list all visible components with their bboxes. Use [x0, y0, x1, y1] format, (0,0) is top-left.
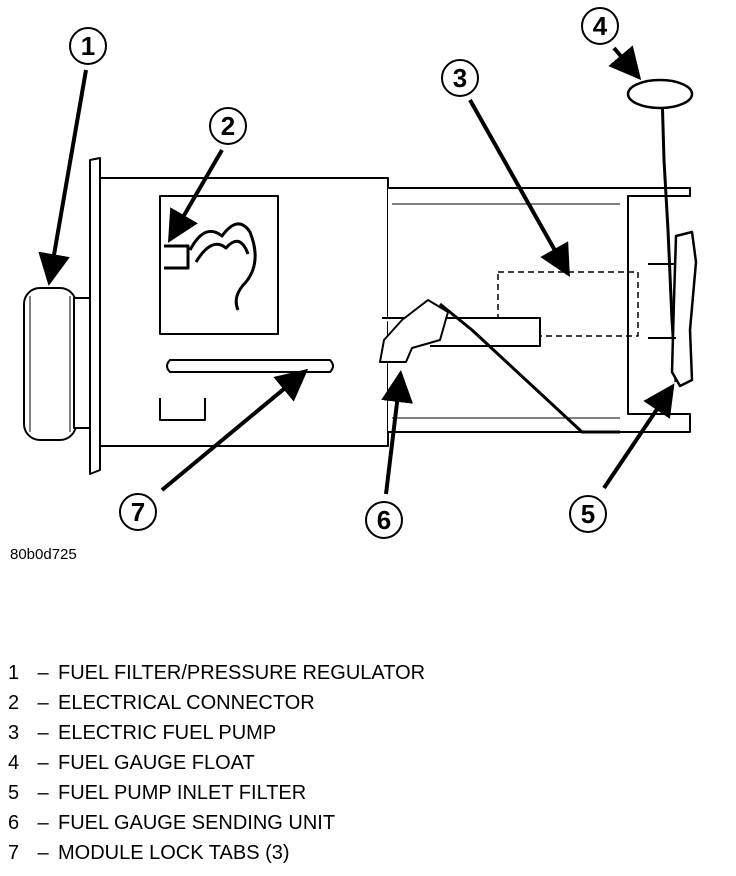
callout-circle-5 [569, 495, 607, 533]
lower-notch [159, 398, 206, 421]
module-flange [89, 157, 101, 475]
legend-label: ELECTRIC FUEL PUMP [58, 722, 277, 744]
callout-number-4: 4 [593, 11, 608, 41]
reservoir-tube [388, 187, 691, 433]
leader-arrow-7 [160, 368, 309, 492]
legend-separator: – [37, 722, 49, 744]
lock-tab-slot [166, 359, 334, 373]
legend-label: FUEL GAUGE SENDING UNIT [58, 812, 336, 834]
electrical-connector-wires [164, 222, 257, 311]
legend-number: 5 [8, 782, 20, 804]
callout-circle-2 [209, 107, 247, 145]
legend-item: 1–FUEL FILTER/PRESSURE REGULATOR [8, 658, 425, 688]
legend-separator: – [37, 782, 49, 804]
legend-separator: – [37, 662, 49, 684]
legend-label: FUEL FILTER/PRESSURE REGULATOR [58, 662, 426, 684]
legend-item: 6–FUEL GAUGE SENDING UNIT [8, 808, 425, 838]
legend-number: 2 [8, 692, 20, 714]
legend-separator: – [37, 692, 49, 714]
inlet-filter-drawing [670, 230, 698, 388]
legend-separator: – [37, 752, 49, 774]
legend-item: 3–ELECTRIC FUEL PUMP [8, 718, 425, 748]
callout-circle-3 [441, 59, 479, 97]
callout-number-2: 2 [221, 111, 235, 141]
callout-number-1: 1 [81, 31, 95, 61]
legend: 1–FUEL FILTER/PRESSURE REGULATOR 2–ELECT… [8, 658, 425, 868]
legend-separator: – [37, 812, 49, 834]
legend-label: FUEL PUMP INLET FILTER [58, 782, 307, 804]
callout-number-7: 7 [131, 497, 145, 527]
leader-arrow-6 [381, 370, 414, 495]
legend-label: MODULE LOCK TABS (3) [58, 842, 290, 864]
legend-number: 4 [8, 752, 20, 774]
leader-arrow-2 [167, 148, 224, 243]
legend-separator: – [37, 842, 49, 864]
callout-number-6: 6 [377, 505, 391, 535]
legend-label: ELECTRICAL CONNECTOR [58, 692, 315, 714]
callout-circle-1 [69, 27, 107, 65]
legend-item: 5–FUEL PUMP INLET FILTER [8, 778, 425, 808]
legend-number: 3 [8, 722, 20, 744]
legend-item: 2–ELECTRICAL CONNECTOR [8, 688, 425, 718]
figure-id: 80b0d725 [10, 546, 77, 563]
leader-arrow-1 [38, 69, 88, 286]
legend-item: 7–MODULE LOCK TABS (3) [8, 838, 425, 868]
leader-arrow-5 [602, 383, 675, 490]
callout-number-5: 5 [581, 499, 595, 529]
leader-arrow-3 [468, 99, 570, 277]
legend-number: 1 [8, 662, 20, 684]
legend-label: FUEL GAUGE FLOAT [58, 752, 255, 774]
leader-arrow-4 [608, 45, 642, 81]
legend-number: 6 [8, 812, 20, 834]
connector-window [159, 195, 279, 335]
legend-item: 4–FUEL GAUGE FLOAT [8, 748, 425, 778]
callout-circle-7 [119, 493, 157, 531]
callout-circle-6 [365, 501, 403, 539]
fuel-pump-module-diagram: 1 2 3 4 5 6 7 [23, 7, 698, 539]
callout-number-3: 3 [453, 63, 467, 93]
legend-number: 7 [8, 842, 20, 864]
fuel-filter-regulator-drawing [23, 287, 93, 441]
callout-circle-4 [581, 7, 619, 45]
fuel-gauge-float-drawing [626, 78, 694, 110]
